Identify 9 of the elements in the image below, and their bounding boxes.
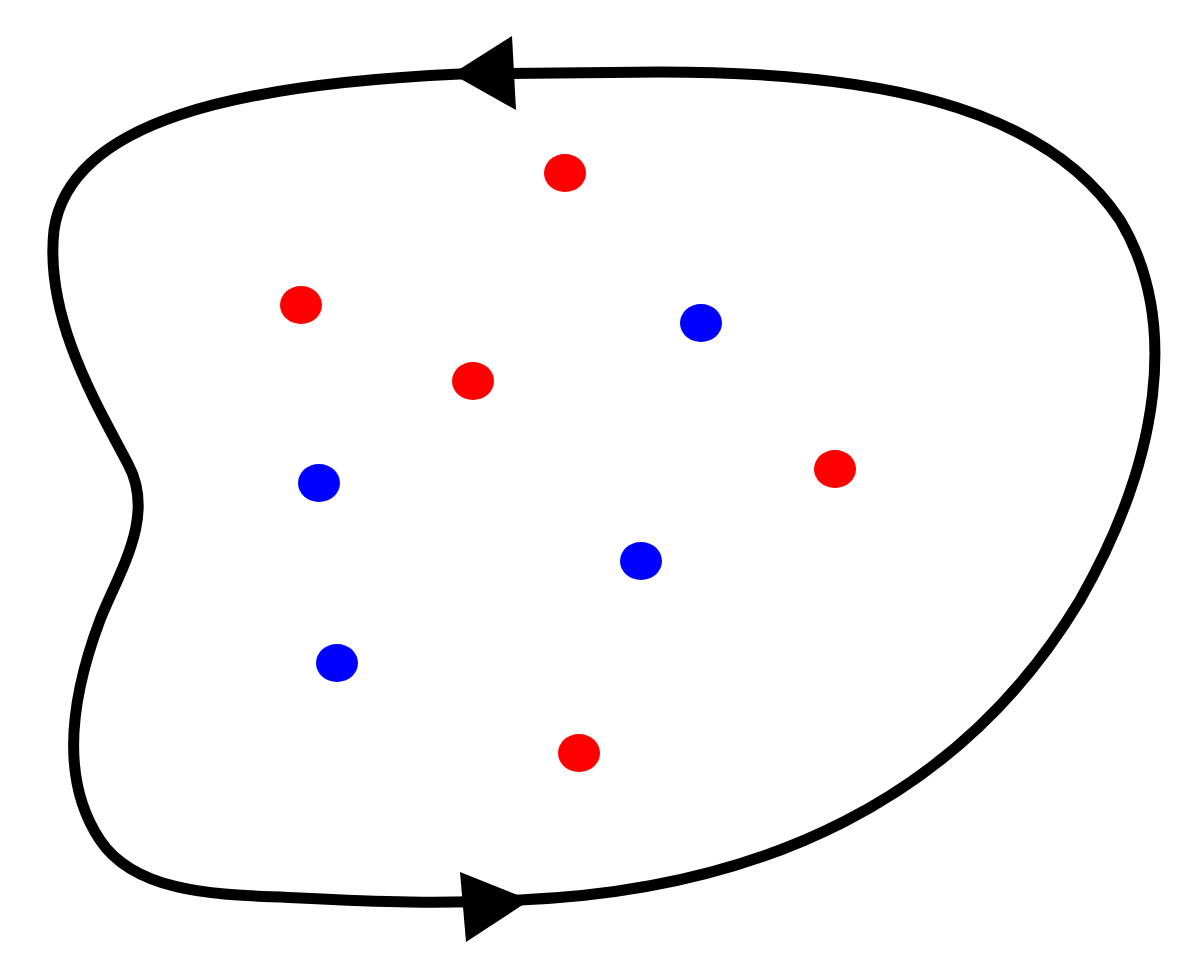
dot — [316, 644, 358, 682]
dot — [543, 154, 585, 192]
dot — [557, 733, 599, 771]
dot — [814, 449, 856, 487]
dot — [620, 542, 662, 580]
dot — [297, 463, 339, 501]
dot — [279, 285, 321, 323]
dot — [451, 362, 493, 400]
dot — [680, 304, 722, 342]
